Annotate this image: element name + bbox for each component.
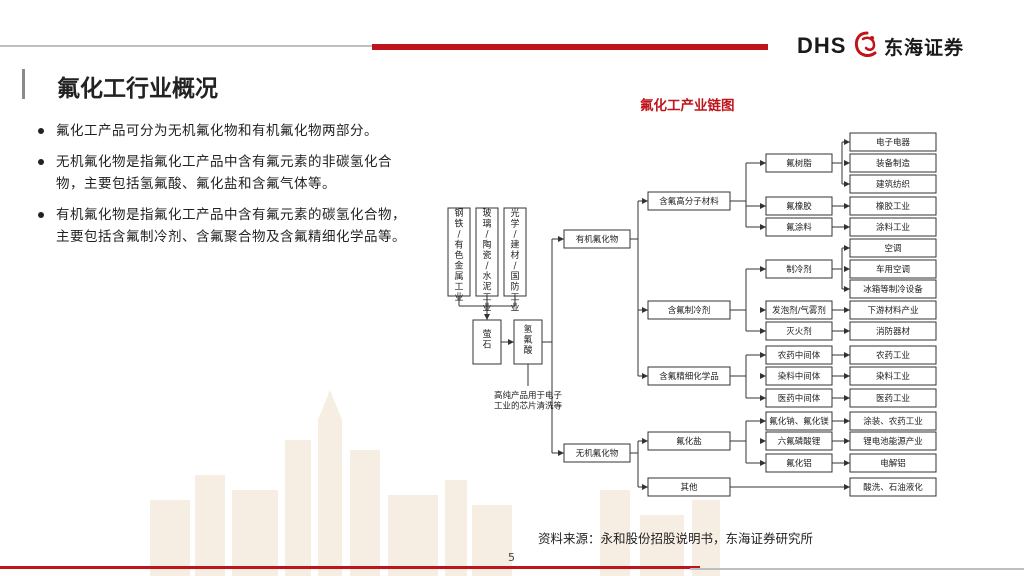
bottom-rule-grey <box>690 568 1024 570</box>
coating-label: 氟涂料 <box>786 222 812 233</box>
organic-label: 有机氟化物 <box>576 234 619 245</box>
source-note: 资料来源：永和股份招股说明书，东海证券研究所 <box>538 528 813 547</box>
use-label: 涂料工业 <box>876 222 910 233</box>
use-label: 锂电池能源产业 <box>863 436 923 447</box>
inorganic-label: 无机氟化物 <box>576 448 619 459</box>
hf-label: 氢氟酸 <box>523 323 532 356</box>
salt-label: 氟化盐 <box>676 436 702 447</box>
medical-mid-label: 医药中间体 <box>778 393 821 404</box>
use-label: 电解铝 <box>880 458 906 469</box>
use-label: 医药工业 <box>876 393 910 404</box>
use-label: 农药工业 <box>876 350 910 361</box>
use-label: 电子电器 <box>876 137 911 148</box>
use-label: 酸洗、石油液化 <box>863 482 923 493</box>
dye-mid-label: 染料中间体 <box>778 371 821 382</box>
use-label: 装备制造 <box>876 158 911 169</box>
nacs-label: 氟化钠、氟化镁 <box>769 416 829 427</box>
upstream-label: 玻璃/陶瓷/水泥工业 <box>482 207 491 314</box>
foaming-label: 发泡剂/气雾剂 <box>772 305 826 316</box>
poly-label: 含氟高分子材料 <box>659 196 719 207</box>
fluorite-label: 萤石 <box>482 328 491 351</box>
other-label: 其他 <box>680 482 698 493</box>
use-label: 消防器材 <box>876 326 911 337</box>
use-label: 染料工业 <box>876 371 910 382</box>
use-label: 下游材料产业 <box>867 305 918 316</box>
upstream-label: 钢铁/有色金属工业 <box>454 207 463 303</box>
use-label: 橡胶工业 <box>876 201 910 212</box>
hf-note: 高纯产品用于电子工业的芯片清洗等 <box>494 390 563 412</box>
use-label: 建筑纺织 <box>876 179 910 190</box>
extinguish-label: 灭火剂 <box>786 326 812 337</box>
use-label: 车用空调 <box>876 264 910 275</box>
rubber-label: 氟橡胶 <box>786 201 812 212</box>
refrigerant-label: 制冷剂 <box>786 264 812 275</box>
use-label: 涂装、农药工业 <box>863 416 923 427</box>
pesticide-mid-label: 农药中间体 <box>778 350 821 361</box>
refrig-label: 含氟制冷剂 <box>668 305 711 316</box>
page-number: 5 <box>508 551 515 564</box>
alf3-label: 氟化铝 <box>786 458 812 469</box>
use-label: 空调 <box>884 243 901 254</box>
resin-label: 氟树脂 <box>786 158 812 169</box>
lipf6-label: 六氟磷酸锂 <box>778 436 821 447</box>
fine-label: 含氟精细化学品 <box>659 371 719 382</box>
use-label: 冰箱等制冷设备 <box>863 284 923 295</box>
upstream-label: 光学/建材/国防工业 <box>510 207 519 314</box>
bottom-rule-red <box>0 566 700 569</box>
